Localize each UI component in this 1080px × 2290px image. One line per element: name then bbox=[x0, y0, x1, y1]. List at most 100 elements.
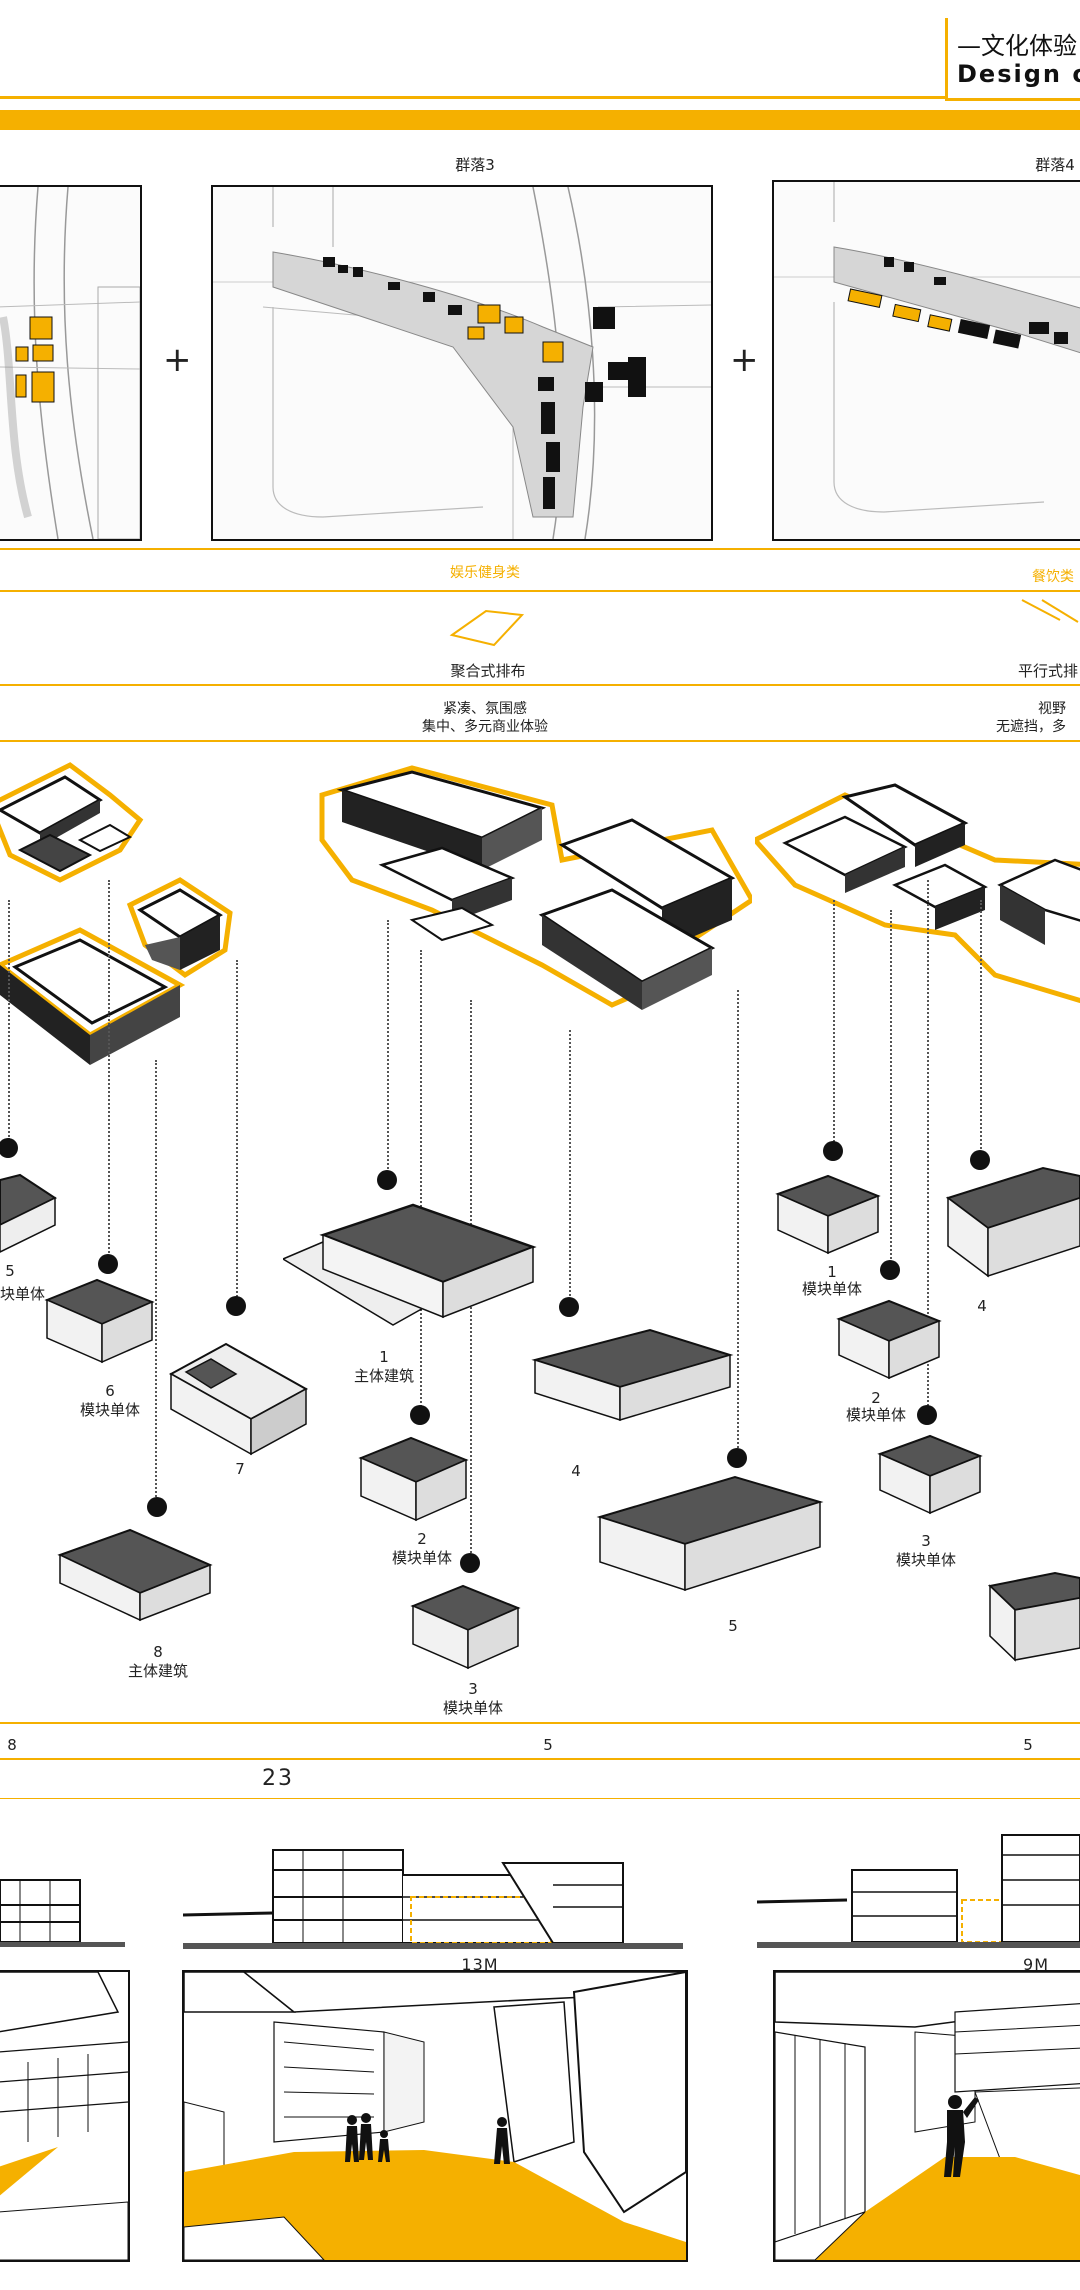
module-c1-8-type: 主体建筑 bbox=[127, 1662, 189, 1680]
plan-label-3: 群落3 bbox=[455, 156, 495, 174]
module-c3-3-type: 模块单体 bbox=[895, 1551, 957, 1569]
module-c1-5 bbox=[0, 1173, 58, 1253]
category-entertainment: 娱乐健身类 bbox=[450, 565, 520, 581]
cluster-1-axonometric bbox=[0, 762, 233, 1065]
height-c3: 9M bbox=[1023, 1955, 1049, 1974]
leader-line-c2-5 bbox=[737, 990, 739, 1460]
leader-dot-c3-2 bbox=[880, 1260, 900, 1280]
perspective-c2 bbox=[182, 1970, 688, 2262]
title-cn: —文化体验 bbox=[957, 32, 1077, 60]
module-c3-2-type: 模块单体 bbox=[845, 1406, 907, 1424]
module-c3-3-num: 3 bbox=[921, 1532, 931, 1550]
module-c3-4 bbox=[945, 1166, 1080, 1278]
feature-c3-line2: 无遮挡，多 bbox=[996, 719, 1066, 735]
feature-c3-line1: 视野 bbox=[1038, 701, 1066, 717]
divider-7 bbox=[0, 1798, 1080, 1799]
module-c2-1 bbox=[283, 1203, 537, 1326]
module-c3-3 bbox=[877, 1434, 983, 1515]
count-c1: 8 bbox=[7, 1736, 17, 1754]
module-c2-2-num: 2 bbox=[417, 1530, 427, 1548]
height-c2: 13M bbox=[461, 1955, 499, 1974]
module-c2-2-type: 模块单体 bbox=[391, 1549, 453, 1567]
module-c3-1-num: 1 bbox=[827, 1263, 837, 1281]
module-c3-extra bbox=[987, 1571, 1080, 1662]
leader-dot-c1-8 bbox=[147, 1497, 167, 1517]
module-c1-7-num: 7 bbox=[235, 1460, 245, 1478]
leader-line-c3-1 bbox=[833, 900, 835, 1150]
leader-dot-c3-4 bbox=[970, 1150, 990, 1170]
leader-line-c3-3 bbox=[927, 880, 929, 1410]
module-c3-1 bbox=[775, 1174, 881, 1255]
title-frame bbox=[945, 18, 1080, 101]
clustered-layout-diagram bbox=[449, 609, 525, 647]
plus-sign-1: + bbox=[163, 340, 192, 380]
leader-dot-c1-5 bbox=[0, 1138, 18, 1158]
module-c2-3 bbox=[410, 1584, 521, 1670]
leader-line-c1-8 bbox=[155, 1060, 157, 1500]
cluster-2-axonometric bbox=[319, 765, 752, 1010]
elevation-c1 bbox=[0, 1879, 125, 1947]
module-c3-2 bbox=[836, 1299, 942, 1380]
module-c2-5 bbox=[596, 1475, 824, 1592]
layout-clustered-label: 聚合式排布 bbox=[450, 662, 526, 680]
category-dining: 餐饮类 bbox=[1032, 569, 1074, 585]
accent-band bbox=[0, 110, 1080, 130]
divider-4 bbox=[0, 740, 1080, 742]
perspective-c3 bbox=[773, 1970, 1080, 2262]
perspective-c1 bbox=[0, 1970, 130, 2262]
module-c1-5-type: 块单体 bbox=[0, 1285, 46, 1303]
site-plan-3 bbox=[211, 185, 713, 541]
module-c2-5-num: 5 bbox=[728, 1617, 738, 1635]
module-c1-7 bbox=[168, 1342, 309, 1456]
leader-line-c2-2 bbox=[420, 950, 422, 1410]
leader-line-c2-4 bbox=[569, 1030, 571, 1300]
divider-5 bbox=[0, 1722, 1080, 1724]
leader-dot-c2-1 bbox=[377, 1170, 397, 1190]
feature-c2-line1: 紧凑、氛围感 bbox=[443, 701, 527, 717]
leader-dot-c2-2 bbox=[410, 1405, 430, 1425]
module-c1-6-type: 模块单体 bbox=[79, 1401, 141, 1419]
site-plan-4 bbox=[772, 180, 1080, 541]
count-c3: 5 bbox=[1023, 1736, 1033, 1754]
leader-line-c1-6 bbox=[108, 880, 110, 1260]
module-c1-5-num: 5 bbox=[5, 1262, 15, 1280]
leader-line-c1-7 bbox=[236, 960, 238, 1300]
module-c2-1-type: 主体建筑 bbox=[353, 1367, 415, 1385]
module-c3-1-type: 模块单体 bbox=[801, 1280, 863, 1298]
divider-1 bbox=[0, 548, 1080, 550]
module-c2-2 bbox=[358, 1436, 469, 1522]
leader-dot-c2-5 bbox=[727, 1448, 747, 1468]
leader-dot-c3-3 bbox=[917, 1405, 937, 1425]
elevation-c2 bbox=[183, 1849, 683, 1949]
module-c1-6 bbox=[44, 1278, 155, 1364]
plan-label-4: 群落4 bbox=[1035, 156, 1075, 174]
layout-parallel-label: 平行式排 bbox=[1018, 662, 1079, 680]
count-c2: 5 bbox=[543, 1736, 553, 1754]
leader-line-c1-5 bbox=[8, 900, 10, 1140]
elevation-c3 bbox=[757, 1834, 1080, 1948]
divider-6 bbox=[0, 1758, 1080, 1760]
cluster-3-axonometric bbox=[755, 783, 1080, 1004]
site-plan-1 bbox=[0, 185, 142, 541]
header-rule bbox=[0, 96, 945, 99]
module-c2-3-type: 模块单体 bbox=[442, 1699, 504, 1717]
leader-dot-c2-3 bbox=[460, 1553, 480, 1573]
plus-sign-2: + bbox=[730, 340, 759, 380]
leader-line-c2-1 bbox=[387, 920, 389, 1180]
module-c2-3-num: 3 bbox=[468, 1680, 478, 1698]
count-total: 23 bbox=[262, 1766, 294, 1791]
divider-2 bbox=[0, 590, 1080, 592]
divider-3 bbox=[0, 684, 1080, 686]
leader-dot-c3-1 bbox=[823, 1141, 843, 1161]
module-c3-4-num: 4 bbox=[977, 1297, 987, 1315]
module-c2-4-num: 4 bbox=[571, 1462, 581, 1480]
leader-line-c3-4 bbox=[980, 900, 982, 1160]
module-c2-4 bbox=[531, 1328, 734, 1422]
leader-line-c3-2 bbox=[890, 910, 892, 1270]
module-c3-2-num: 2 bbox=[871, 1389, 881, 1407]
feature-c2-line2: 集中、多元商业体验 bbox=[422, 719, 548, 735]
module-c1-8 bbox=[57, 1528, 213, 1622]
leader-dot-c2-4 bbox=[559, 1297, 579, 1317]
module-c2-1-num: 1 bbox=[379, 1348, 389, 1366]
module-c1-8-num: 8 bbox=[153, 1643, 163, 1661]
